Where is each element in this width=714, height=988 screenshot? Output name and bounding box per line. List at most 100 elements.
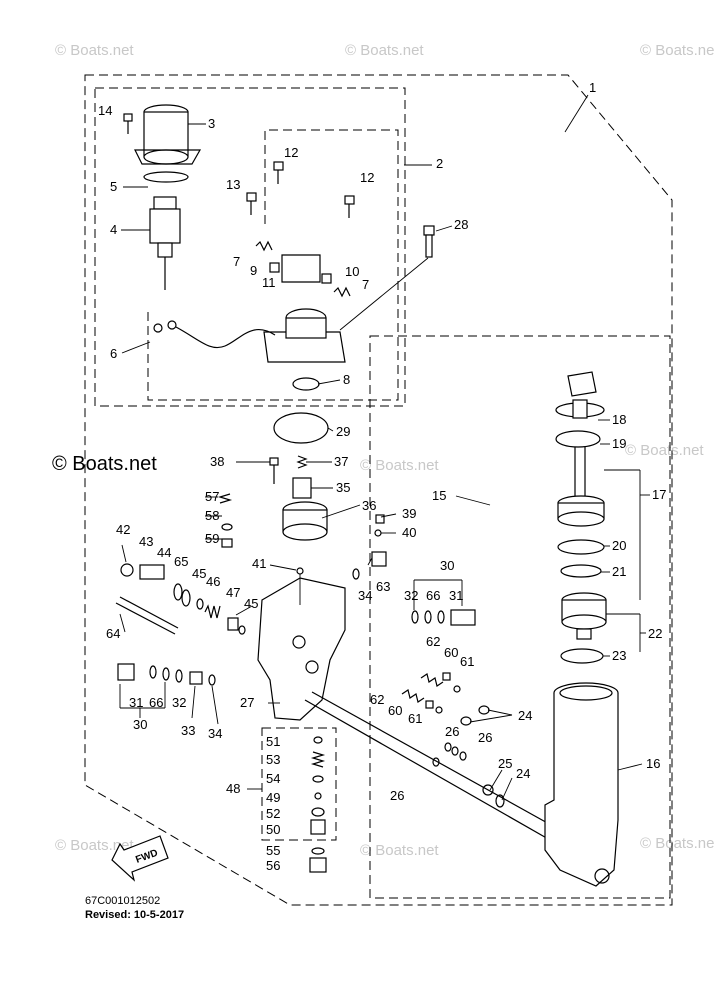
- revised-date: Revised: 10-5-2017: [85, 909, 184, 921]
- callout-26: 26: [445, 724, 459, 739]
- callout-27: 27: [240, 695, 254, 710]
- callout-63: 63: [376, 579, 390, 594]
- callout-37: 37: [334, 454, 348, 469]
- callout-4: 4: [110, 222, 117, 237]
- callout-12: 12: [360, 170, 374, 185]
- motor-inner-box: [147, 129, 399, 401]
- callout-30: 30: [440, 558, 454, 573]
- callout-9: 9: [250, 263, 257, 278]
- callout-50: 50: [266, 822, 280, 837]
- callout-25: 25: [498, 756, 512, 771]
- assembly-boundary: [84, 74, 673, 906]
- callout-51: 51: [266, 734, 280, 749]
- pump-group: [115, 455, 561, 873]
- callout-12: 12: [284, 145, 298, 160]
- callout-44: 44: [157, 545, 171, 560]
- diagram-code: 67C001012502: [85, 895, 160, 907]
- callout-16: 16: [646, 756, 660, 771]
- callout-60: 60: [388, 703, 402, 718]
- callout-29: 29: [336, 424, 350, 439]
- callout-30: 30: [133, 717, 147, 732]
- callout-6: 6: [110, 346, 117, 361]
- leader-lines: [119, 94, 650, 801]
- watermark-group: © Boats.net © Boats.net © Boats.net © Bo…: [52, 42, 714, 859]
- watermark: © Boats.net: [345, 42, 424, 59]
- callout-36: 36: [362, 498, 376, 513]
- callout-66: 66: [426, 588, 440, 603]
- callout-10: 10: [345, 264, 359, 279]
- callout-34: 34: [358, 588, 372, 603]
- callout-28: 28: [454, 217, 468, 232]
- callout-8: 8: [343, 372, 350, 387]
- callout-15: 15: [432, 488, 446, 503]
- callout-24: 24: [518, 708, 532, 723]
- watermark: © Boats.net: [640, 835, 714, 852]
- callout-61: 61: [408, 711, 422, 726]
- callout-35: 35: [336, 480, 350, 495]
- watermark: © Boats.net: [625, 442, 704, 459]
- callout-32: 32: [404, 588, 418, 603]
- cylinder-group: [544, 371, 619, 887]
- callout-19: 19: [612, 436, 626, 451]
- callout-57: 57: [205, 489, 219, 504]
- fwd-arrow: FWD: [111, 835, 169, 882]
- callout-56: 56: [266, 858, 280, 873]
- callout-49: 49: [266, 790, 280, 805]
- callout-3: 3: [208, 116, 215, 131]
- watermark: © Boats.net: [360, 842, 439, 859]
- motor-group: [123, 104, 435, 444]
- callout-18: 18: [612, 412, 626, 427]
- callout-54: 54: [266, 771, 280, 786]
- callout-39: 39: [402, 506, 416, 521]
- callout-65: 65: [174, 554, 188, 569]
- callout-31: 31: [129, 695, 143, 710]
- callout-33: 33: [181, 723, 195, 738]
- callout-13: 13: [226, 177, 240, 192]
- callout-52: 52: [266, 806, 280, 821]
- callout-26: 26: [478, 730, 492, 745]
- watermark-large: © Boats.net: [52, 453, 157, 475]
- callout-2: 2: [436, 156, 443, 171]
- callout-34: 34: [208, 726, 222, 741]
- callout-23: 23: [612, 648, 626, 663]
- callout-45: 45: [192, 566, 206, 581]
- callout-60: 60: [444, 645, 458, 660]
- callout-7: 7: [233, 254, 240, 269]
- cylinder-box: [369, 335, 671, 899]
- watermark: © Boats.net: [360, 457, 439, 474]
- watermark: © Boats.net: [55, 837, 134, 854]
- callout-48: 48: [226, 781, 240, 796]
- watermark: © Boats.net: [55, 42, 134, 59]
- callout-17: 17: [652, 487, 666, 502]
- callout-26: 26: [390, 788, 404, 803]
- callout-41: 41: [252, 556, 266, 571]
- callout-59: 59: [205, 531, 219, 546]
- callout-32: 32: [172, 695, 186, 710]
- watermark: © Boats.net: [640, 42, 714, 59]
- callout-62: 62: [370, 692, 384, 707]
- callout-46: 46: [206, 574, 220, 589]
- callout-38: 38: [210, 454, 224, 469]
- callout-40: 40: [402, 525, 416, 540]
- callout-66: 66: [149, 695, 163, 710]
- callout-22: 22: [648, 626, 662, 641]
- callout-5: 5: [110, 179, 117, 194]
- callout-55: 55: [266, 843, 280, 858]
- callout-47: 47: [226, 585, 240, 600]
- motor-assembly-box: [94, 87, 406, 407]
- callout-24: 24: [516, 766, 530, 781]
- callout-1: 1: [589, 80, 596, 95]
- callout-42: 42: [116, 522, 130, 537]
- callout-31: 31: [449, 588, 463, 603]
- callout-21: 21: [612, 564, 626, 579]
- callout-58: 58: [205, 508, 219, 523]
- callout-14: 14: [98, 103, 112, 118]
- callout-20: 20: [612, 538, 626, 553]
- callout-43: 43: [139, 534, 153, 549]
- valve-box: [261, 727, 337, 841]
- callout-62: 62: [426, 634, 440, 649]
- callout-61: 61: [460, 654, 474, 669]
- callout-64: 64: [106, 626, 120, 641]
- callout-7: 7: [362, 277, 369, 292]
